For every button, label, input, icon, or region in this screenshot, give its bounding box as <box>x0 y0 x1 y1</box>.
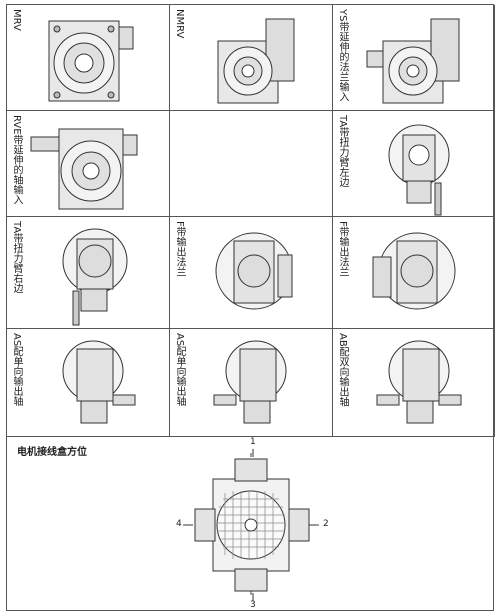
cell-ta-left: TA带扭力臂左边 <box>333 111 495 217</box>
label-ab: AB配双向输出轴 <box>337 333 348 407</box>
label-ys: YS带延伸的法兰输入 <box>337 9 348 102</box>
motor-terminal-box-drawing <box>183 449 319 601</box>
terminal-box-section: 电机接线盒方位 <box>7 437 495 612</box>
cell-as-a: AS配单向输出轴 <box>7 329 170 437</box>
gearbox-drawing-ys <box>366 18 460 104</box>
terminal-box-title: 电机接线盒方位 <box>17 447 87 458</box>
cell-ta-right: TA带扭力臂右边 <box>7 217 170 329</box>
label-ta-left: TA带扭力臂左边 <box>337 115 348 188</box>
cell-ab: AB配双向输出轴 <box>333 329 495 437</box>
gearbox-drawing-nmrv <box>217 18 295 104</box>
cell-nmrv: NMRV <box>170 5 333 111</box>
cell-f-b: F带输出法兰 <box>333 217 495 329</box>
gearbox-drawing-rve <box>30 128 138 210</box>
gearbox-drawing-as-a <box>62 340 136 424</box>
gearbox-drawing-f-a <box>215 232 293 310</box>
gearbox-drawing-as-b <box>213 340 287 424</box>
label-f-a: F带输出法兰 <box>174 221 185 277</box>
cell-ys: YS带延伸的法兰输入 <box>333 5 495 111</box>
position-4-label: 4 <box>176 519 182 529</box>
cell-rve: RVE带延伸的轴输入 <box>7 111 170 217</box>
gearbox-drawing-f-b <box>372 232 456 310</box>
gearbox-drawing-ab <box>376 340 462 424</box>
cell-as-b: AS配单向输出轴 <box>170 329 333 437</box>
label-as-b: AS配单向输出轴 <box>174 333 185 407</box>
label-mrv: MRV <box>11 9 22 31</box>
gearbox-drawing-ta-right <box>62 228 128 326</box>
position-1-label: 1 <box>250 437 256 447</box>
label-f-b: F带输出法兰 <box>337 221 348 277</box>
cell-mrv: MRV <box>7 5 170 111</box>
label-nmrv: NMRV <box>174 9 185 39</box>
label-ta-right: TA带扭力臂右边 <box>11 221 22 294</box>
mounting-position-sheet: MRV NMRV YS带延伸的法兰输入 <box>6 4 495 612</box>
position-2-label: 2 <box>323 519 329 529</box>
label-as-a: AS配单向输出轴 <box>11 333 22 407</box>
gearbox-drawing-ta-left <box>388 124 450 216</box>
label-rve: RVE带延伸的轴输入 <box>11 115 22 205</box>
cell-empty <box>170 111 333 217</box>
position-3-label: 3 <box>250 600 256 610</box>
gearbox-drawing-mrv <box>48 20 134 102</box>
cell-f-a: F带输出法兰 <box>170 217 333 329</box>
